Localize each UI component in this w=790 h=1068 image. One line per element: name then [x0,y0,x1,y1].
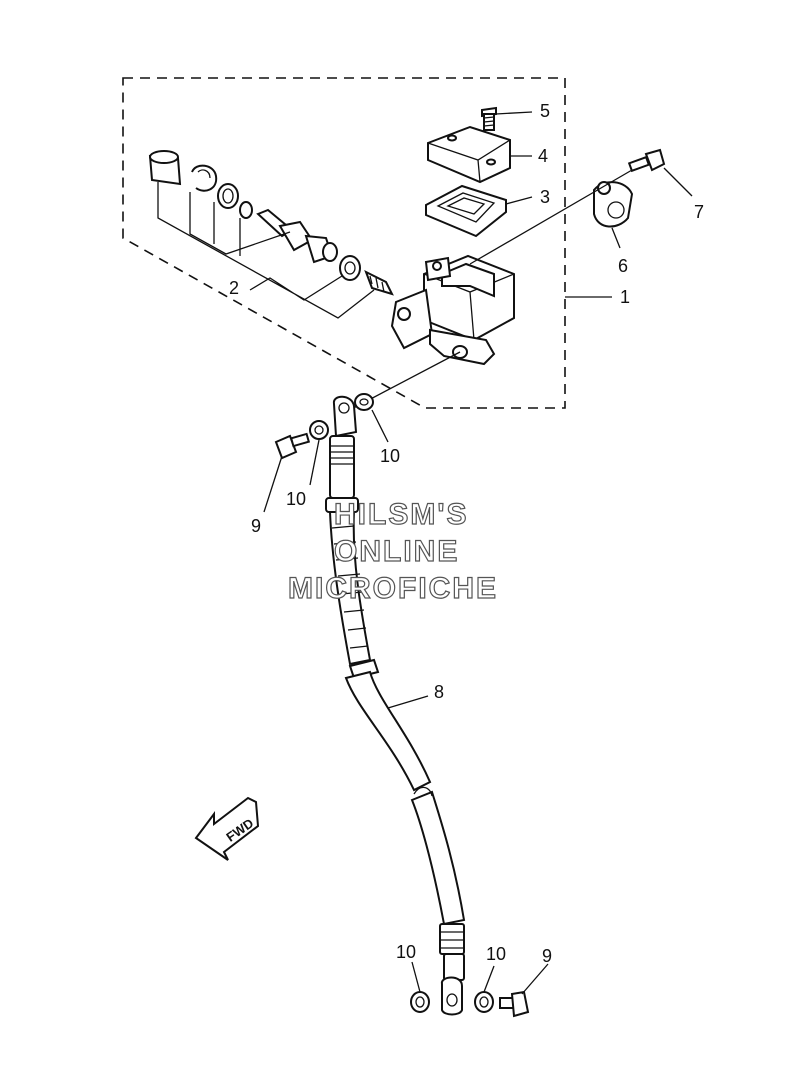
cap-screw [481,106,497,131]
callout-3: 3 [540,187,550,207]
callout-9-upper: 9 [251,516,261,536]
leader-7 [663,167,693,197]
leader-9b [521,963,549,995]
callout-6: 6 [618,256,628,276]
bracket-bolt [627,148,666,173]
diaphragm [425,184,507,238]
callout-5: 5 [540,101,550,121]
callout-2: 2 [229,278,239,298]
watermark-line-1: HILSM'S [334,498,468,531]
callout-10-upper-right: 10 [380,446,400,466]
assembly-boundary [122,77,566,409]
leader-2 [157,182,375,319]
callout-10-lower-left: 10 [396,942,416,962]
upper-washer-right [354,393,374,411]
watermark-line-2: ONLINE [334,535,459,568]
leader-9a [263,455,283,513]
callout-4: 4 [538,146,548,166]
bolt-line [469,169,633,265]
leader-8 [387,695,429,709]
fwd-arrow-icon: FWD [194,796,260,861]
leader-10a [371,409,389,443]
lower-washer-left [410,991,430,1013]
callout-1: 1 [620,287,630,307]
lower-banjo-bolt [499,990,530,1018]
lower-washer-right [474,991,494,1013]
leader-10c [411,961,421,993]
leader-3 [505,196,533,205]
leader-10d [483,965,495,993]
callout-8: 8 [434,682,444,702]
brake-hose [325,395,466,1016]
upper-washer-left [309,420,329,440]
callout-9-lower: 9 [542,946,552,966]
master-cylinder-body [390,254,515,366]
reservoir-cap [427,125,511,184]
callout-7: 7 [694,202,704,222]
leader-10b [309,439,320,486]
watermark-line-3: MICROFICHE [288,572,498,605]
upper-banjo-bolt [274,432,311,460]
callout-10-upper-left: 10 [286,489,306,509]
leader-5 [495,111,533,115]
piston-kit [148,150,394,296]
leader-6 [611,227,621,249]
callout-10-lower-right: 10 [486,944,506,964]
